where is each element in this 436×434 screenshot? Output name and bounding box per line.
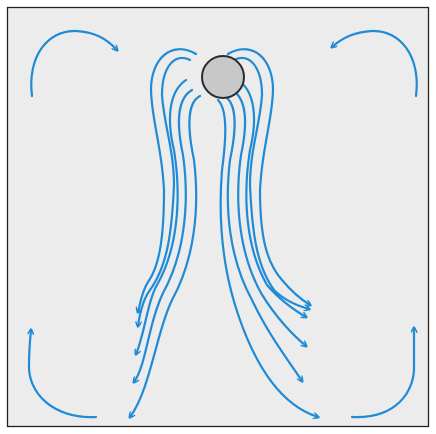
corner-return-arrows (29, 29, 418, 419)
sphere-object (201, 55, 245, 99)
streamline-right-3 (236, 78, 306, 317)
central-streamlines (130, 48, 318, 417)
corner-arrow-bottom-left (29, 330, 98, 419)
streamline-left-5 (138, 48, 198, 312)
streamline-left-3 (136, 78, 188, 354)
streamline-right-1 (222, 94, 302, 381)
corner-arrow-top-right (332, 29, 418, 98)
streamline-right-2 (230, 88, 306, 346)
streamline-left-4 (138, 56, 192, 326)
streamline-right-5 (226, 48, 310, 305)
streamline-left-2 (134, 88, 194, 382)
streamline-left-1 (130, 94, 202, 417)
corner-arrow-bottom-right (350, 328, 414, 419)
corner-arrow-top-left (30, 29, 117, 98)
streamline-right-6 (216, 98, 318, 417)
streamline-right-4 (232, 56, 309, 309)
